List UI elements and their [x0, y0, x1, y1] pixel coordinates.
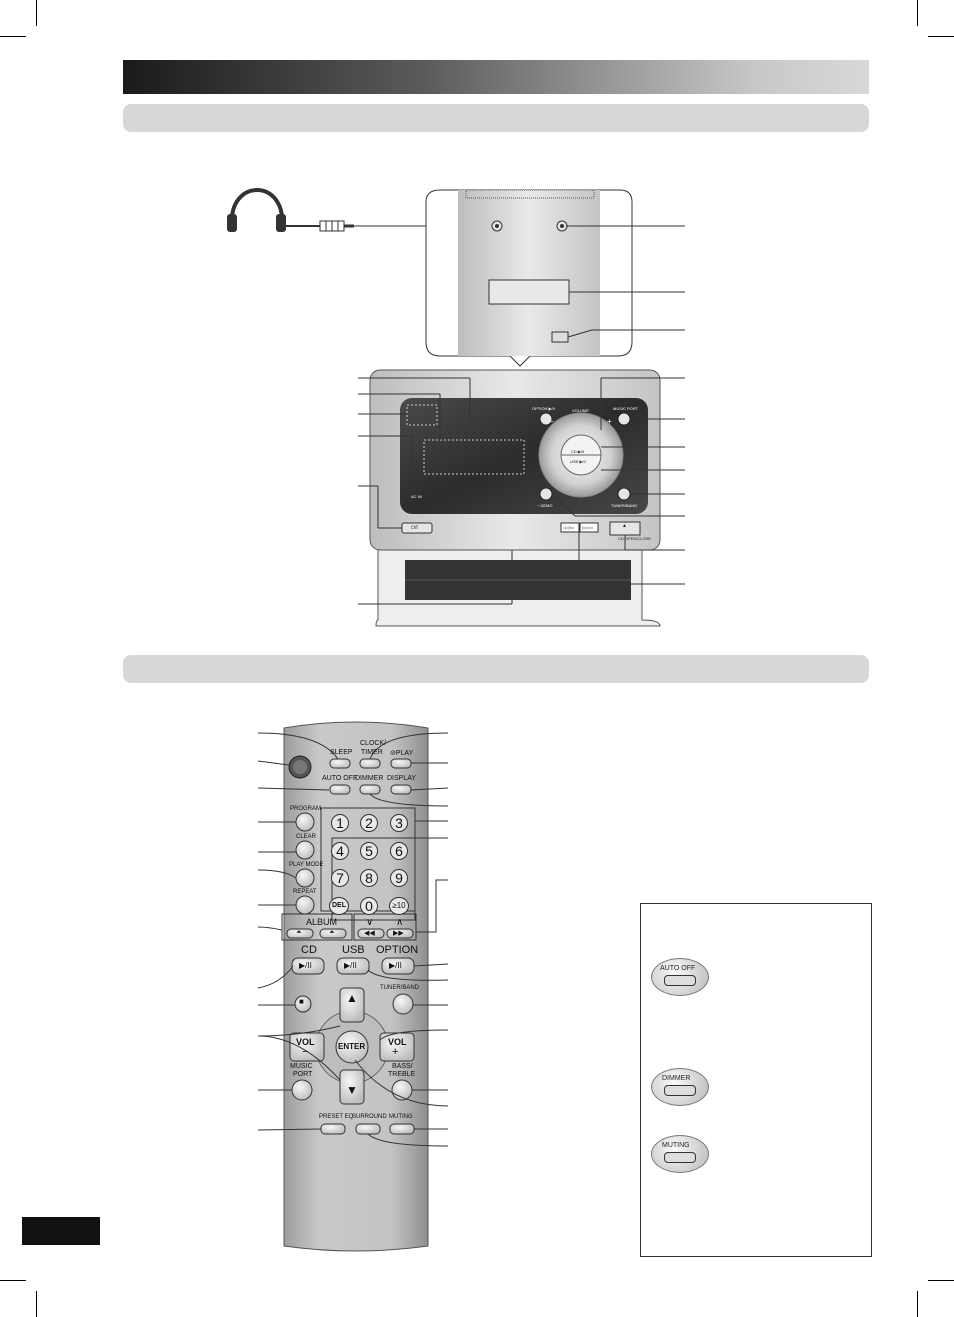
- crop-mark: [0, 36, 26, 37]
- option-label: OPTION ▶/II: [532, 406, 555, 411]
- power-label: ⏻/I: [411, 525, 418, 531]
- cd-open-close-label: CD OPEN/CLOSE: [618, 536, 651, 541]
- crop-mark: [917, 0, 918, 26]
- headphones-icon: [227, 188, 494, 232]
- skip-next-label: ▷▷/▭: [582, 525, 594, 530]
- volume-label: VOLUME: [572, 408, 589, 413]
- volume-minus-label: −: [549, 417, 554, 426]
- side-info-box: AUTO OFF DIMMER MUTING: [640, 903, 872, 1257]
- side-auto-off-label: AUTO OFF: [660, 965, 696, 972]
- side-dimmer-label: DIMMER: [662, 1075, 691, 1082]
- crop-mark: [928, 36, 954, 37]
- crop-mark: [36, 0, 37, 26]
- page-tab: [22, 1217, 100, 1245]
- demo-label: − DEMO: [537, 503, 553, 508]
- ac-in-label: AC IN: [411, 494, 422, 499]
- side-muting-button[interactable]: MUTING: [651, 1135, 709, 1173]
- usb-play-label: USB ▶/II: [570, 459, 586, 464]
- page-title-bar: [123, 60, 869, 94]
- main-unit-illustration: [227, 188, 685, 627]
- volume-plus-label: +: [607, 417, 612, 426]
- section-header-unit: [123, 104, 869, 132]
- crop-mark: [36, 1291, 37, 1317]
- section-header-remote: [123, 655, 869, 683]
- side-muting-label: MUTING: [662, 1142, 690, 1149]
- cd-play-label: CD ▶/II: [571, 449, 585, 454]
- crop-mark: [0, 1280, 26, 1281]
- crop-mark: [917, 1291, 918, 1317]
- side-auto-off-button[interactable]: AUTO OFF: [651, 958, 709, 996]
- tuner-band-label: TUNER/BAND: [611, 503, 638, 508]
- eject-icon: ▲: [622, 523, 627, 529]
- crop-mark: [928, 1280, 954, 1281]
- side-dimmer-button[interactable]: DIMMER: [651, 1068, 709, 1106]
- skip-prev-label: ◁◁/▭: [563, 525, 575, 530]
- music-port-label: MUSIC PORT: [613, 406, 639, 411]
